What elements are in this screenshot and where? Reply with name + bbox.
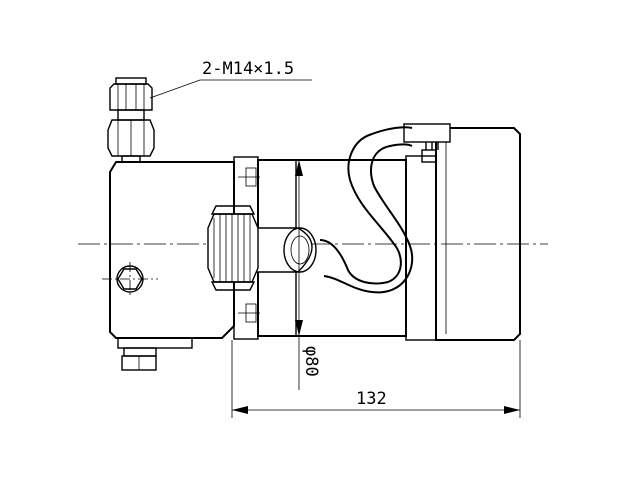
- length-dim-label: 132: [356, 389, 387, 409]
- thread-leader-line: [149, 79, 312, 99]
- top-port-fitting: [107, 77, 155, 163]
- suction-fitting: [207, 205, 317, 291]
- bottom-fitting: [117, 337, 193, 371]
- side-plug: [102, 262, 158, 296]
- hose-clamp: [403, 123, 451, 163]
- diameter-dim-label: φ80: [301, 346, 321, 377]
- return-hose: [319, 126, 414, 294]
- length-dimension: [231, 340, 521, 418]
- thread-spec-label: 2-M14×1.5: [202, 59, 294, 79]
- diameter-dimension: [295, 160, 303, 390]
